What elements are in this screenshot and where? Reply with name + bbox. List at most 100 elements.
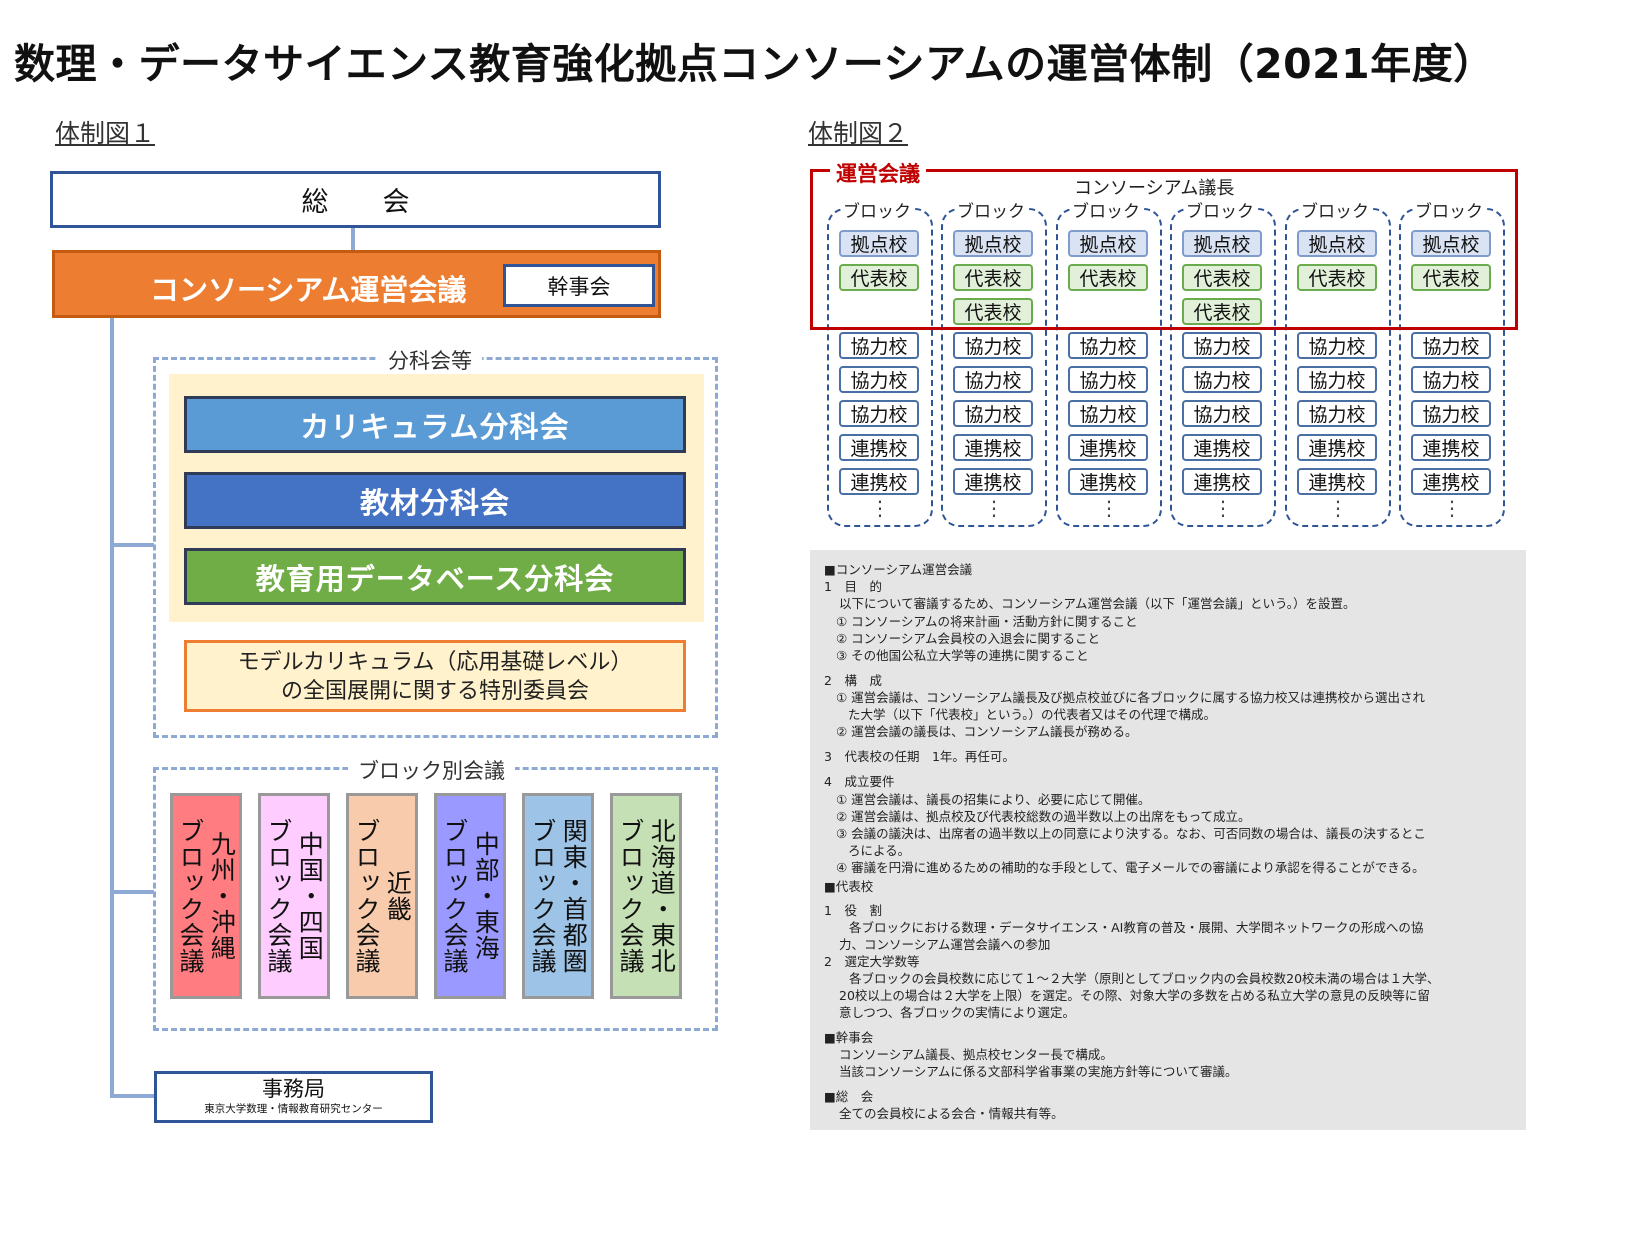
description-line: ③ その他国公私立大学等の連携に関すること [836,648,1089,663]
secretariat-organization: 東京大学数理・情報教育研究センター [204,1103,383,1115]
materials-subcommittee: 教材分科会 [184,472,686,529]
figure2-label: 体制図２ [808,119,909,148]
member-school-chip: 協力校 [1297,400,1377,427]
connector-line [351,228,355,252]
description-line: 以下について審議するため、コンソーシアム運営会議（以下「運営会議」という。）を設… [839,596,1356,611]
member-school-chip: 協力校 [839,332,919,359]
representative-school-chip: 代表校 [953,264,1033,291]
ellipsis-icon: ⋮ [1328,496,1348,520]
description-line: 2 選定大学数等 [824,954,920,969]
block-meeting-box: 近畿 ブロック会議 [346,793,418,999]
member-school-chip: 協力校 [1297,366,1377,393]
executive-board-label: 幹事会 [547,274,611,299]
member-school-chip: 協力校 [839,400,919,427]
description-line: 4 成立要件 [824,774,895,789]
general-meeting-box: 総 会 [50,171,661,228]
member-school-chip: 協力校 [1411,332,1491,359]
ellipsis-icon: ⋮ [1442,496,1462,520]
description-line: 各ブロックにおける数理・データサイエンス・AI教育の普及・展開、大学間ネットワー… [849,920,1424,935]
member-school-chip: 連携校 [839,468,919,495]
member-school-chip: 協力校 [1068,366,1148,393]
curriculum-subcommittee-label: カリキュラム分科会 [300,409,570,444]
database-subcommittee-label: 教育用データベース分科会 [255,561,615,596]
hub-school-chip: 拠点校 [1411,230,1491,257]
block-meeting-label: 近畿 ブロック会議 [352,818,413,974]
general-meeting-label: 総 会 [301,187,410,218]
hub-school-chip: 拠点校 [953,230,1033,257]
description-line: ② 運営会議は、拠点校及び代表校総数の過半数以上の出席をもって成立。 [836,809,1251,824]
member-school-chip: 連携校 [1068,434,1148,461]
special-committee-line: の全国展開に関する特別委員会 [280,679,589,704]
steering-committee-box: コンソーシアム運営会議 幹事会 [52,250,661,318]
block-meeting-box: 北海道・東北 ブロック会議 [610,793,682,999]
steering-meeting-frame [810,169,1518,330]
member-school-chip: 協力校 [1068,400,1148,427]
section-heading: ■代表校 [824,879,874,894]
block-meeting-label: 北海道・東北 ブロック会議 [616,818,677,974]
description-line: 当該コンソーシアムに係る文部科学省事業の実施方針等について審議。 [839,1064,1238,1079]
branch-line [110,543,154,547]
representative-school-chip: 代表校 [839,264,919,291]
curriculum-subcommittee: カリキュラム分科会 [184,396,686,453]
description-line: 2 構 成 [824,673,882,688]
representative-school-chip: 代表校 [1068,264,1148,291]
member-school-chip: 連携校 [1182,434,1262,461]
steering-committee-label: コンソーシアム運営会議 [150,273,467,307]
description-line: コンソーシアム議長、拠点校センター長で構成。 [839,1047,1113,1062]
description-line: ④ 審議を円滑に進めるための補助的な手段として、電子メールでの審議により承認を得… [836,860,1425,875]
description-line: ② 運営会議の議長は、コンソーシアム議長が務める。 [836,724,1138,739]
description-line: た大学（以下「代表校」という。）の代表者又はその代理で構成。 [848,707,1217,722]
ellipsis-icon: ⋮ [1099,496,1119,520]
branch-line [110,1094,154,1098]
block-meeting-box: 九州・沖縄 ブロック会議 [170,793,242,999]
branch-line [110,890,154,894]
database-subcommittee: 教育用データベース分科会 [184,548,686,605]
member-school-chip: 連携校 [1411,468,1491,495]
member-school-chip: 協力校 [1182,332,1262,359]
block-column-caption: ブロック [841,197,913,222]
page-title: 数理・データサイエンス教育強化拠点コンソーシアムの運営体制（2021年度） [14,40,1495,88]
description-line: ① 運営会議は、コンソーシアム議長及び拠点校並びに各ブロックに属する協力校又は連… [836,690,1426,705]
description-line: 各ブロックの会員校数に応じて１～２大学（原則としてブロック内の会員校数20校未満… [849,971,1440,986]
member-school-chip: 連携校 [1411,434,1491,461]
member-school-chip: 協力校 [1182,366,1262,393]
representative-school-chip: 代表校 [1182,264,1262,291]
description-line: 20校以上の場合は２大学を上限）を選定。その際、対象大学の多数を占める私立大学の… [839,988,1430,1003]
member-school-chip: 協力校 [953,366,1033,393]
section-heading: ■総 会 [824,1089,874,1104]
block-meeting-box: 中部・東海 ブロック会議 [434,793,506,999]
representative-school-chip: 代表校 [1297,264,1377,291]
block-meeting-box: 中国・四国 ブロック会議 [258,793,330,999]
section-heading: ■幹事会 [824,1030,874,1045]
trunk-line [110,318,114,1098]
description-line: ろによる。 [848,843,911,858]
hub-school-chip: 拠点校 [1182,230,1262,257]
hub-school-chip: 拠点校 [1068,230,1148,257]
member-school-chip: 協力校 [953,332,1033,359]
member-school-chip: 協力校 [1411,366,1491,393]
description-line: 意しつつ、各ブロックの実情により選定。 [839,1005,1076,1020]
member-school-chip: 連携校 [839,434,919,461]
executive-board-box: 幹事会 [503,264,655,307]
description-line: 全ての会員校による会合・情報共有等。 [839,1106,1064,1121]
member-school-chip: 協力校 [1297,332,1377,359]
representative-school-chip: 代表校 [1182,298,1262,325]
steering-meeting-label: 運営会議 [830,158,926,188]
member-school-chip: 連携校 [1297,434,1377,461]
secretariat-box: 事務局 東京大学数理・情報教育研究センター [154,1071,433,1123]
member-school-chip: 協力校 [1182,400,1262,427]
consortium-chair-label: コンソーシアム議長 [1074,178,1235,199]
block-meeting-label: 中部・東海 ブロック会議 [440,818,501,974]
representative-school-chip: 代表校 [953,298,1033,325]
materials-subcommittee-label: 教材分科会 [359,485,510,520]
description-line: ① コンソーシアムの将来計画・活動方針に関すること [836,614,1138,629]
subcommittees-caption: 分科会等 [378,345,482,375]
block-meeting-box: 関東・首都圏 ブロック会議 [522,793,594,999]
block-column-caption: ブロック [1413,197,1485,222]
hub-school-chip: 拠点校 [1297,230,1377,257]
description-line: ② コンソーシアム会員校の入退会に関すること [836,631,1101,646]
member-school-chip: 連携校 [1297,468,1377,495]
member-school-chip: 協力校 [1411,400,1491,427]
ellipsis-icon: ⋮ [984,496,1004,520]
